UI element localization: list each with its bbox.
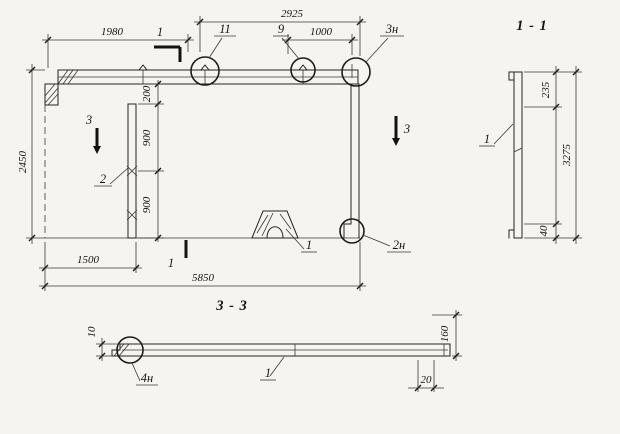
section-mark-3-left: 3: [85, 113, 101, 154]
section-1-1: 1 - 1 1 235: [479, 18, 582, 244]
detail-circle-2n: [339, 218, 365, 244]
top-panel-outline: [57, 64, 359, 85]
section-mark-3-left-label: 3: [85, 113, 92, 127]
dim-160-value: 160: [439, 325, 451, 342]
dim-5850: 5850: [39, 242, 366, 291]
node-9-callout: 9: [273, 22, 300, 60]
section-1-1-callout: 1: [479, 123, 514, 147]
detail-circle-9: [290, 57, 316, 83]
node-11-label: 11: [219, 22, 231, 36]
node-4n-callout: 4н: [131, 362, 158, 386]
section-3-3-callout: 1: [260, 356, 285, 381]
dim-wall-seg2-value: 900: [141, 129, 153, 146]
dim-1980-value: 1980: [101, 26, 124, 38]
corner-piece: [44, 83, 59, 106]
section-mark-1-top-label: 1: [157, 25, 163, 39]
slab-boundary: [44, 105, 360, 239]
detail-circle-11: [190, 56, 220, 86]
section-3-3: 3 - 3 4н 1: [86, 298, 462, 392]
main-view: 2 1 11 9: [17, 8, 411, 291]
section-3-3-dims: 10 160 20: [86, 310, 462, 392]
node-3n-callout: 3н: [365, 22, 404, 63]
node-9-label: 9: [278, 22, 285, 36]
interior-wall: [126, 103, 138, 239]
dim-2450: 2450: [17, 64, 45, 244]
section-3-3-callout-label: 1: [265, 366, 271, 380]
section-mark-3-right: 3: [392, 116, 410, 146]
dim-wall-seg3-value: 900: [141, 196, 153, 213]
dim-235-value: 235: [540, 81, 552, 98]
section-1-1-callout-label: 1: [484, 132, 490, 146]
loop-callout-label: 1: [306, 238, 312, 252]
dim-wall-seg1-value: 200: [141, 85, 153, 102]
node-4n-label: 4н: [141, 371, 153, 385]
dim-5850-value: 5850: [192, 272, 215, 284]
dim-20-value: 20: [421, 374, 433, 386]
section-1-1-dims: 235 40 3275: [524, 66, 582, 244]
dim-wall-segments: 200 900 900: [138, 80, 164, 242]
dim-1980: 1980: [42, 26, 194, 68]
dim-3275-value: 3275: [561, 144, 573, 168]
node-11-callout: 11: [208, 22, 236, 59]
section-mark-1-bottom-label: 1: [168, 256, 174, 270]
loop-callout: 1: [285, 228, 317, 253]
wall-callout: 2: [94, 167, 129, 187]
dim-40-value: 40: [538, 225, 550, 237]
node-2n-label: 2н: [393, 238, 405, 252]
dim-2925: 2925: [194, 8, 366, 56]
lifting-loop: [251, 210, 299, 239]
section-3-3-panel: [111, 336, 451, 364]
section-1-1-title: 1 - 1: [516, 18, 548, 34]
section-mark-3-right-label: 3: [403, 122, 410, 136]
section-mark-1-bottom: 1: [168, 240, 188, 270]
dim-1000: 1000: [282, 26, 358, 55]
dim-1500-value: 1500: [77, 254, 100, 266]
wall-callout-label: 2: [100, 172, 106, 186]
detail-circle-4n: [116, 336, 144, 364]
dim-1500: 1500: [39, 242, 142, 291]
dim-1000-value: 1000: [310, 26, 333, 38]
node-3n-label: 3н: [385, 22, 398, 36]
dim-2450-value: 2450: [17, 151, 29, 174]
detail-circles: [190, 56, 371, 244]
section-1-1-panel: [508, 71, 523, 239]
section-mark-1-top: 1: [154, 25, 182, 62]
dim-2925-value: 2925: [281, 8, 304, 20]
detail-circle-3n: [341, 57, 371, 87]
node-2n-callout: 2н: [362, 234, 411, 253]
dim-10-value: 10: [86, 326, 98, 338]
right-wall: [343, 64, 360, 239]
section-3-3-title: 3 - 3: [215, 298, 248, 314]
